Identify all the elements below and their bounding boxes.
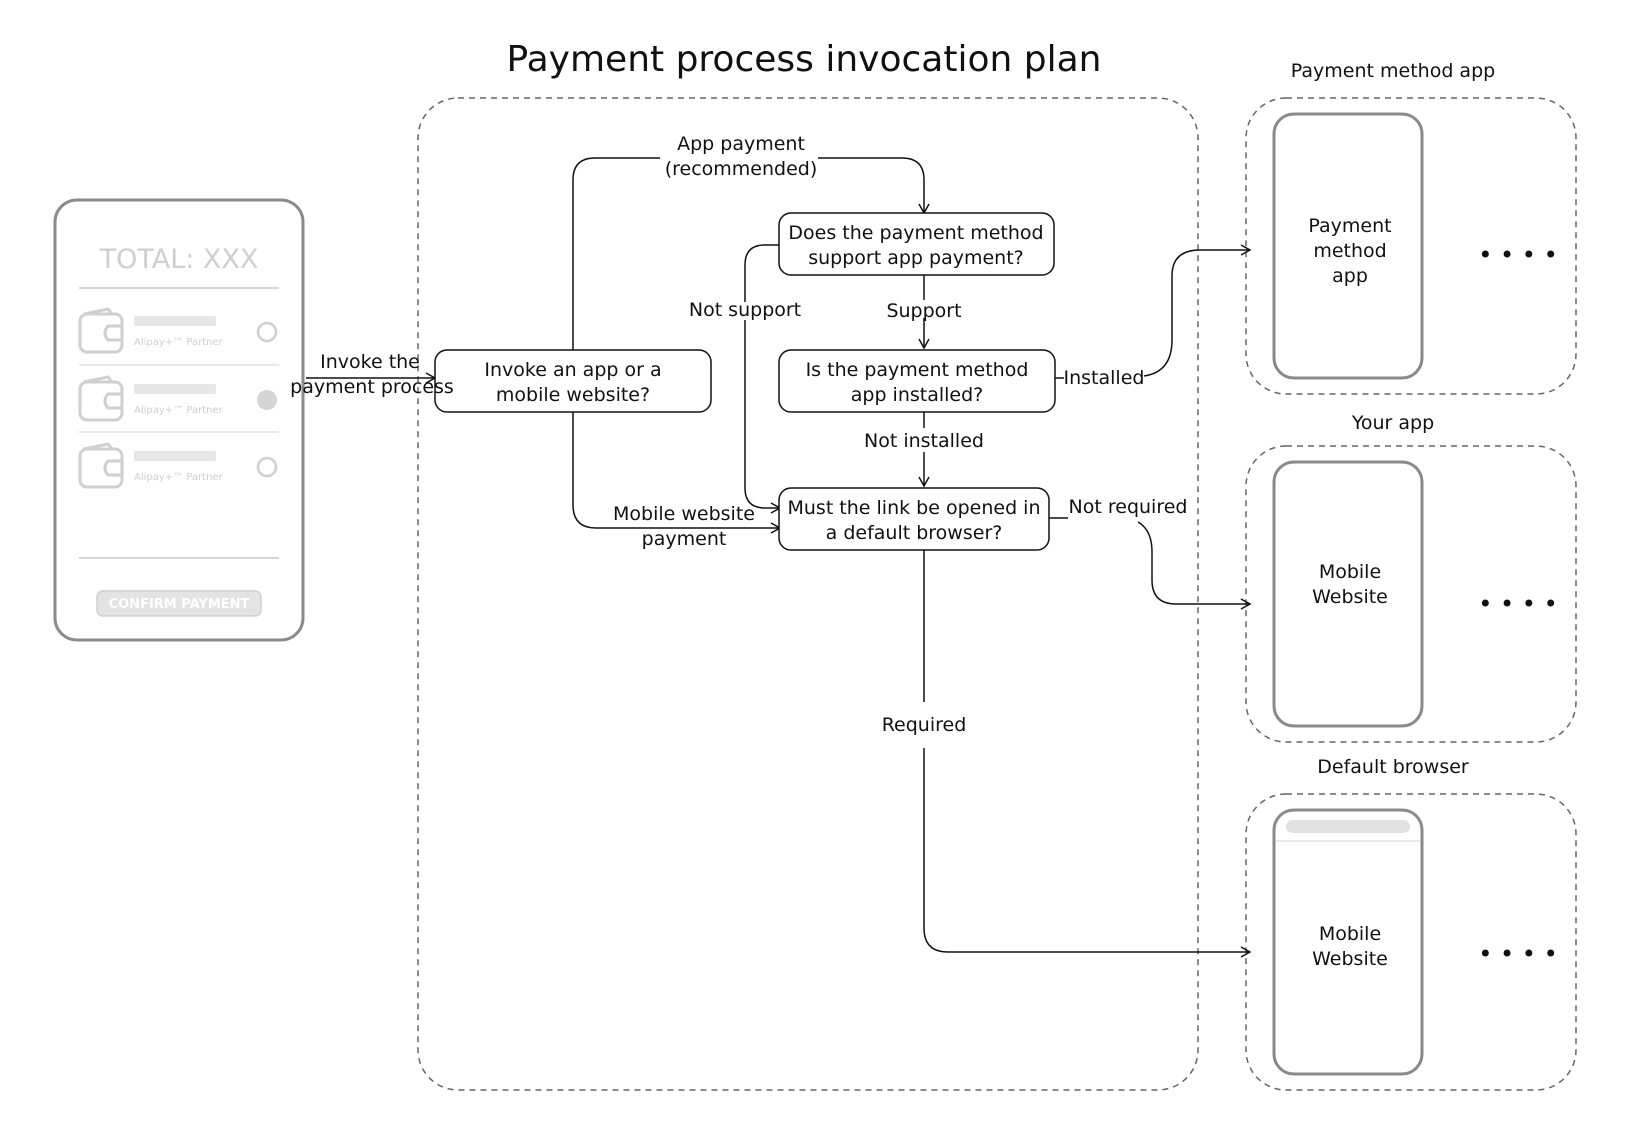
- edge-label-mobile-website: Mobile website: [613, 503, 755, 525]
- confirm-payment-label: CONFIRM PAYMENT: [109, 597, 250, 612]
- wallet-icon: [78, 307, 124, 354]
- svg-text:Mobile: Mobile: [1319, 561, 1381, 583]
- radio-button[interactable]: [256, 321, 278, 343]
- edge-label-invoke: Invoke the: [320, 351, 420, 373]
- target-heading: Your app: [1351, 412, 1434, 434]
- payment-option-3[interactable]: Alipay+™ Partner: [78, 442, 278, 489]
- svg-text:a default browser?: a default browser?: [826, 522, 1003, 544]
- svg-text:app installed?: app installed?: [851, 384, 984, 406]
- diagram-title: Payment process invocation plan: [507, 39, 1102, 80]
- wallet-icon: [78, 375, 124, 422]
- browser-address-bar: [1286, 820, 1410, 833]
- svg-text:mobile website?: mobile website?: [496, 384, 650, 406]
- node-supports-app-payment: Does the payment method support app paym…: [778, 212, 1055, 276]
- node-invoke-app-or-website: Invoke an app or a mobile website?: [434, 349, 712, 413]
- ellipsis: • • • •: [1478, 241, 1558, 269]
- edge-label-not-required: Not required: [1069, 496, 1188, 518]
- total-label: TOTAL: XXX: [99, 244, 259, 275]
- svg-text:Must the link be opened in: Must the link be opened in: [787, 497, 1040, 519]
- svg-text:Is the payment method: Is the payment method: [806, 359, 1029, 381]
- edge-label-app-payment: (recommended): [665, 158, 818, 180]
- radio-button-selected[interactable]: [257, 390, 277, 410]
- target-payment-method-app: Payment method app Payment method app • …: [1272, 60, 1558, 380]
- svg-text:Website: Website: [1312, 948, 1388, 970]
- confirm-payment-button[interactable]: CONFIRM PAYMENT: [96, 590, 262, 617]
- svg-text:Does the payment method: Does the payment method: [788, 222, 1043, 244]
- edge-label-app-payment: App payment: [677, 133, 805, 155]
- edge-label-not-installed: Not installed: [864, 430, 984, 452]
- phone-frame: [1272, 460, 1424, 728]
- target-container-default-browser: [1245, 793, 1577, 1091]
- target-default-browser: Default browser Mobile Website • • • •: [1272, 756, 1558, 1076]
- svg-text:app: app: [1332, 265, 1368, 287]
- target-your-app: Your app Mobile Website • • • •: [1272, 412, 1558, 728]
- edge-label-not-support: Not support: [689, 299, 801, 321]
- node-app-installed: Is the payment method app installed?: [778, 349, 1056, 413]
- phone-frame: [1272, 112, 1424, 380]
- radio-button[interactable]: [256, 456, 278, 478]
- edge-label-installed: Installed: [1064, 367, 1145, 389]
- option-label: Alipay+™ Partner: [134, 405, 224, 416]
- phone-frame: [1272, 808, 1424, 1076]
- svg-text:Payment: Payment: [1308, 215, 1391, 237]
- target-heading: Default browser: [1317, 756, 1469, 778]
- ellipsis: • • • •: [1478, 590, 1558, 618]
- svg-text:Mobile: Mobile: [1319, 923, 1381, 945]
- svg-text:Invoke an app or a: Invoke an app or a: [484, 359, 661, 381]
- edge-label-required: Required: [882, 714, 967, 736]
- option-label: Alipay+™ Partner: [134, 337, 224, 348]
- svg-text:Website: Website: [1312, 586, 1388, 608]
- wallet-icon: [78, 442, 124, 489]
- target-container-your-app: [1245, 445, 1577, 743]
- option-label: Alipay+™ Partner: [134, 472, 224, 483]
- svg-text:method: method: [1313, 240, 1386, 262]
- payment-option-1[interactable]: Alipay+™ Partner: [78, 307, 278, 354]
- payment-option-2[interactable]: Alipay+™ Partner: [78, 375, 277, 422]
- checkout-phone-mockup: TOTAL: XXX Alipay+™ Partner Alipay+™ Pa: [53, 198, 305, 642]
- edge-label-invoke: payment process: [290, 376, 454, 398]
- edge-label-support: Support: [886, 300, 961, 322]
- svg-text:support app payment?: support app payment?: [808, 247, 1024, 269]
- target-heading: Payment method app: [1291, 60, 1495, 82]
- ellipsis: • • • •: [1478, 940, 1558, 968]
- node-default-browser-required: Must the link be opened in a default bro…: [778, 487, 1050, 551]
- connectors: [306, 157, 1252, 958]
- edge-label-mobile-website: payment: [642, 528, 727, 550]
